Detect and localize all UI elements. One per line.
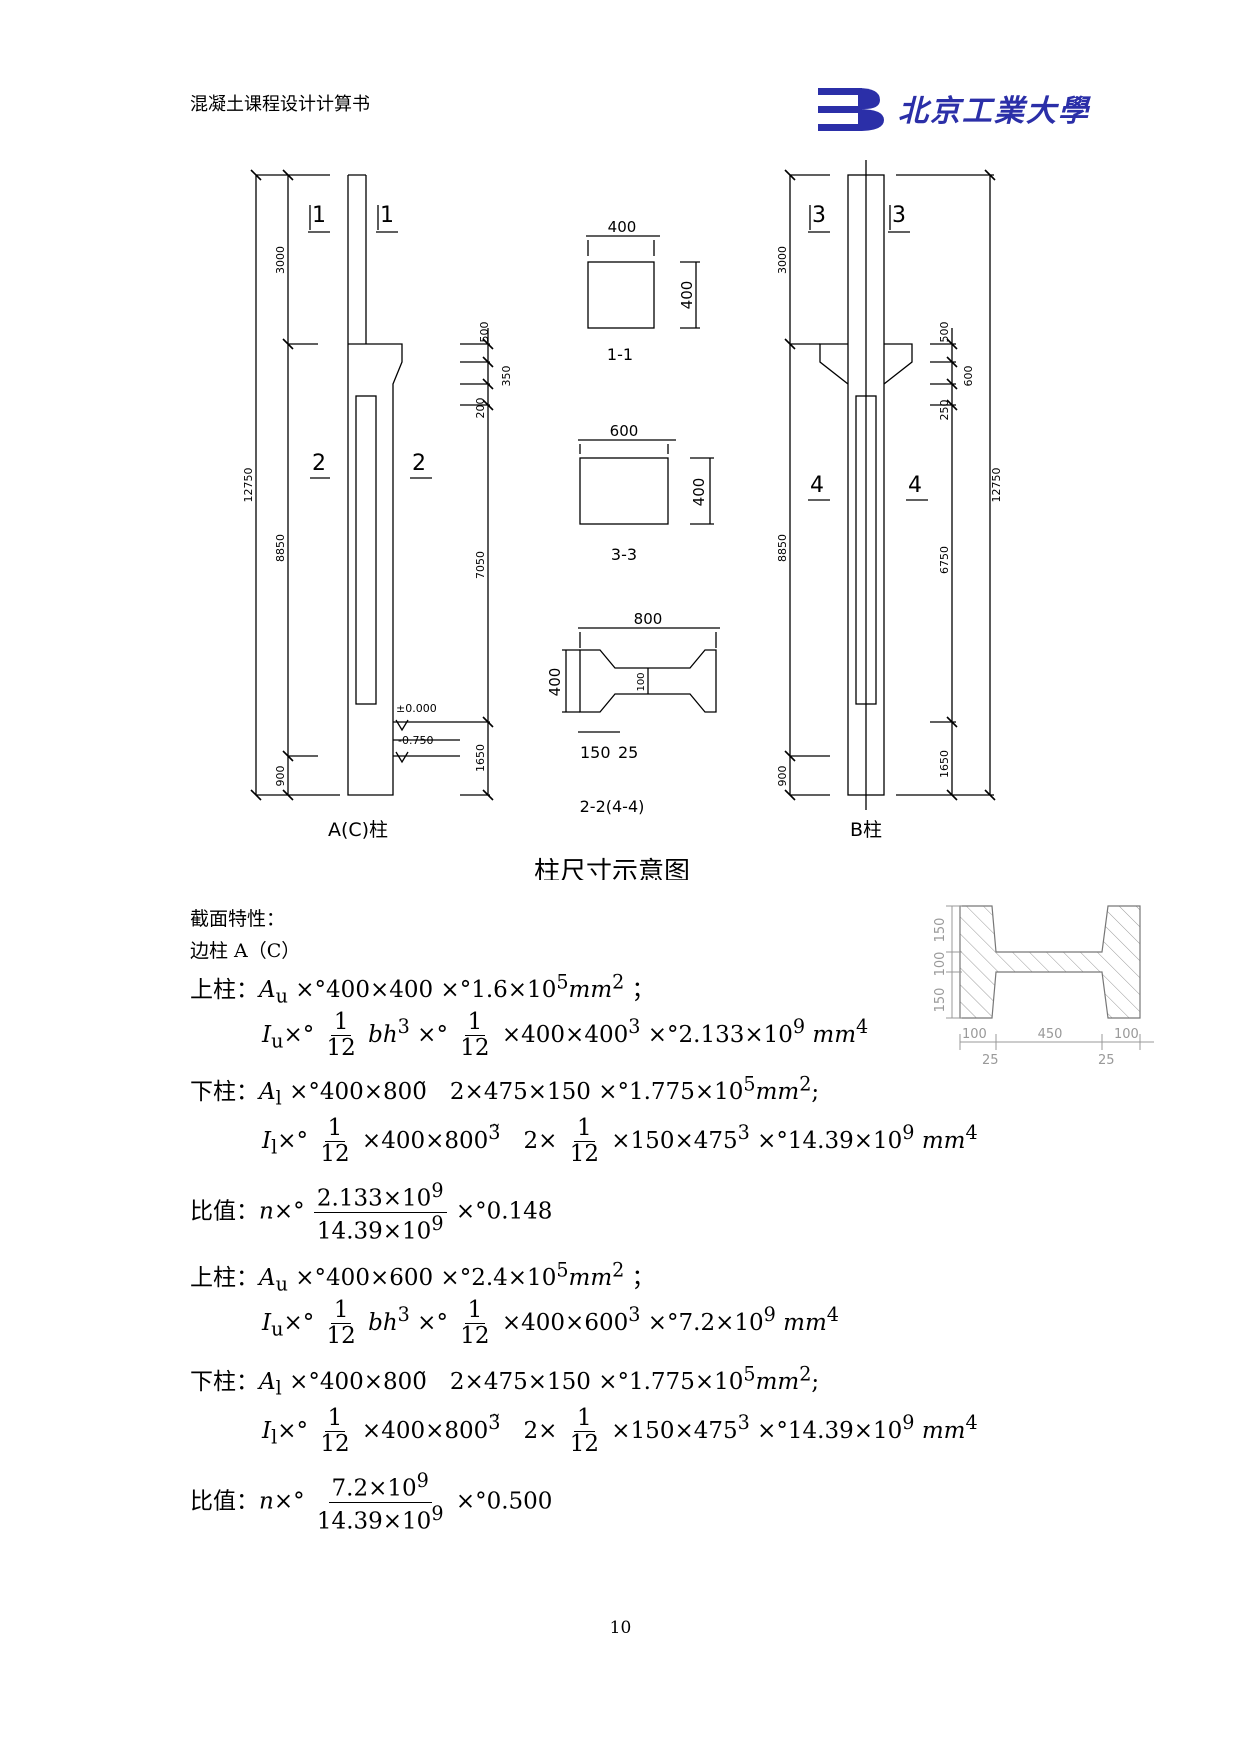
sec11-name: 1-1 (607, 345, 633, 364)
sec33-height: 400 (690, 478, 708, 507)
sec22-name: 2-2(4-4) (580, 797, 645, 816)
section-mark-1b: 1 (380, 203, 394, 228)
ibeam-w1: 100 (962, 1027, 987, 1042)
dim-b-r5: 1650 (938, 750, 951, 778)
dim-b-lower: 8850 (776, 534, 789, 562)
section-mark-1a: 1 (312, 203, 326, 228)
formula-upper-area-a: 上柱：Au ×°400×400 ×°1.6×105mm2 ； (190, 970, 655, 1008)
ibeam-h3: 150 (933, 988, 948, 1013)
ibeam-h2: 100 (933, 952, 948, 977)
ibeam-section-figure: 150 100 150 100 450 100 25 25 (933, 905, 1154, 1068)
edge-column-title: 边柱 A（C） (190, 940, 301, 962)
column-dimension-drawing: 12750 3000 8850 900 500 350 200 7050 165… (242, 160, 1003, 880)
column-a-label: A(C)柱 (328, 819, 388, 841)
section-mark-2a: 2 (312, 451, 326, 476)
section-mark-3a: 3 (812, 203, 826, 228)
sec22-d2: 25 (618, 743, 638, 762)
sec22-d1: 150 (580, 743, 611, 762)
sec11-width: 400 (608, 218, 637, 236)
sec33-name: 3-3 (611, 545, 637, 564)
section-mark-3b: 3 (892, 203, 906, 228)
university-logo (818, 88, 884, 131)
dim-b-r3: 250 (938, 400, 951, 421)
dim-b-upper: 3000 (776, 246, 789, 274)
formula-lower-area-a: 下柱：Al ×°400×800̃ 2×475×150 ×°1.775×105mm… (190, 1072, 820, 1110)
sec22-web: 100 (636, 672, 647, 691)
ibeam-w2: 450 (1038, 1027, 1063, 1042)
column-b-outline (819, 160, 913, 810)
dim-a-r2: 350 (500, 366, 513, 387)
dim-b-r1: 500 (938, 322, 951, 343)
section-mark-4b: 4 (908, 473, 922, 498)
section-mark-2b: 2 (412, 451, 426, 476)
dim-a-total: 12750 (242, 468, 255, 503)
ibeam-w3: 100 (1114, 1027, 1139, 1042)
ibeam-f1: 25 (982, 1053, 999, 1068)
dim-a-upper: 3000 (274, 246, 287, 274)
formula-upper-area-b: 上柱：Au ×°400×600 ×°2.4×105mm2 ； (190, 1258, 655, 1296)
dim-b-r2: 600 (962, 366, 975, 387)
page-number: 10 (609, 1618, 632, 1638)
level-zero: ±0.000 (396, 702, 437, 715)
university-name: 北京工業大學 (898, 94, 1090, 129)
logo-mark-icon (818, 88, 884, 131)
sec22-height: 400 (546, 668, 564, 697)
section-props-title: 截面特性： (190, 908, 286, 930)
sec33-width: 600 (610, 422, 639, 440)
ibeam-h1: 150 (933, 918, 948, 943)
section-mark-4a: 4 (810, 473, 824, 498)
dim-b-base: 900 (776, 766, 789, 787)
dim-a-base: 900 (274, 766, 287, 787)
dim-a-r5: 1650 (474, 744, 487, 772)
column-b-label: B柱 (850, 819, 882, 841)
dim-a-r3: 200 (474, 398, 487, 419)
dim-a-lower: 8850 (274, 534, 287, 562)
formula-lower-area-b: 下柱：Al ×°400×800̃ 2×475×150 ×°1.775×105mm… (190, 1362, 820, 1400)
column-a-outline (347, 174, 403, 796)
dim-a-r1: 500 (478, 322, 491, 343)
dim-a-r4: 7050 (474, 551, 487, 579)
sec11-height: 400 (678, 281, 696, 310)
dim-b-total: 12750 (990, 468, 1003, 503)
header-title: 混凝土课程设计计算书 (190, 94, 370, 115)
ibeam-f2: 25 (1098, 1053, 1115, 1068)
level-minus: -0.750 (398, 734, 433, 747)
sec22-width: 800 (634, 610, 663, 628)
dim-b-r4: 6750 (938, 546, 951, 574)
figure-caption: 柱尺寸示意图 (534, 857, 690, 880)
